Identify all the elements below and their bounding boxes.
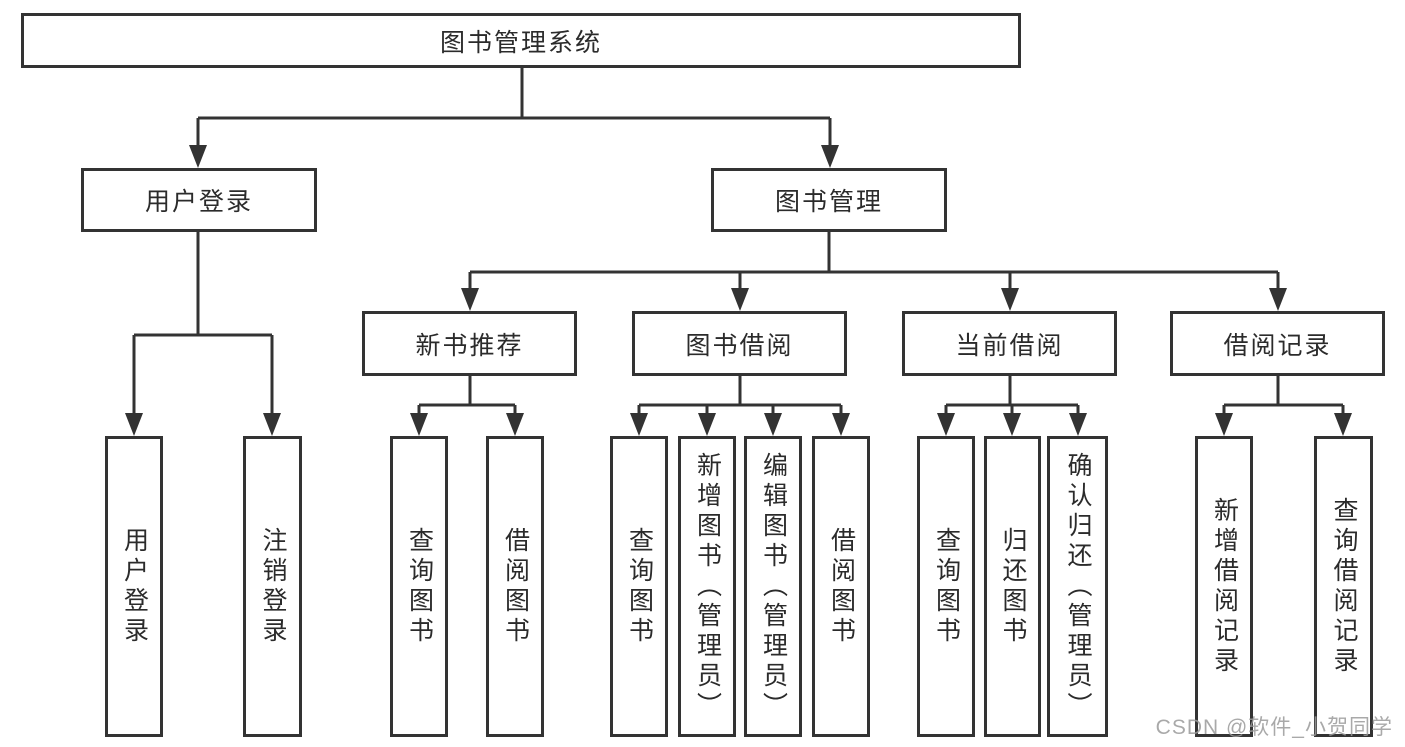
- node-borrowing-records: 借阅记录: [1170, 311, 1385, 376]
- leaf-query-borrow-record: 查询借阅记录: [1314, 436, 1373, 737]
- node-book-borrowing: 图书借阅: [632, 311, 847, 376]
- leaf-borrow-books-recommend-label: 借阅图书: [501, 526, 530, 647]
- leaf-user-login-label: 用户登录: [120, 526, 149, 647]
- leaf-borrow-books-borrowing: 借阅图书: [812, 436, 870, 737]
- leaf-query-books-current: 查询图书: [917, 436, 975, 737]
- leaf-return-book-label: 归还图书: [999, 526, 1027, 647]
- leaf-query-books-borrowing: 查询图书: [610, 436, 668, 737]
- leaf-add-book-admin: 新增图书（管理员）: [678, 436, 736, 737]
- leaf-add-borrow-record: 新增借阅记录: [1195, 436, 1253, 737]
- leaf-query-books-recommend: 查询图书: [390, 436, 448, 737]
- node-library-management-system: 图书管理系统: [21, 13, 1021, 68]
- csdn-watermark: CSDN @软件_小贺同学: [1155, 716, 1393, 739]
- leaf-borrow-books-recommend: 借阅图书: [486, 436, 544, 737]
- leaf-logout-label: 注销登录: [259, 526, 287, 647]
- node-book-management: 图书管理: [711, 168, 947, 232]
- leaf-borrow-books-borrowing-label: 借阅图书: [827, 526, 856, 647]
- leaf-logout: 注销登录: [243, 436, 302, 737]
- node-current-borrowing: 当前借阅: [902, 311, 1117, 376]
- leaf-add-borrow-record-label: 新增借阅记录: [1210, 496, 1239, 677]
- leaf-query-borrow-record-label: 查询借阅记录: [1330, 496, 1358, 677]
- leaf-query-books-recommend-label: 查询图书: [405, 526, 434, 647]
- leaf-confirm-return-admin-label: 确认归还（管理员）: [1064, 451, 1092, 722]
- node-user-login: 用户登录: [81, 168, 317, 232]
- leaf-query-books-borrowing-label: 查询图书: [625, 526, 654, 647]
- node-new-book-recommendation: 新书推荐: [362, 311, 577, 376]
- arrowheads: [125, 145, 1352, 436]
- leaf-user-login: 用户登录: [105, 436, 163, 737]
- leaf-edit-book-admin: 编辑图书（管理员）: [744, 436, 802, 737]
- leaf-return-book: 归还图书: [984, 436, 1041, 737]
- leaf-query-books-current-label: 查询图书: [932, 526, 961, 647]
- leaf-add-book-admin-label: 新增图书（管理员）: [693, 451, 722, 722]
- tree-edges: [132, 68, 1345, 415]
- leaf-edit-book-admin-label: 编辑图书（管理员）: [759, 451, 788, 722]
- leaf-confirm-return-admin: 确认归还（管理员）: [1047, 436, 1108, 737]
